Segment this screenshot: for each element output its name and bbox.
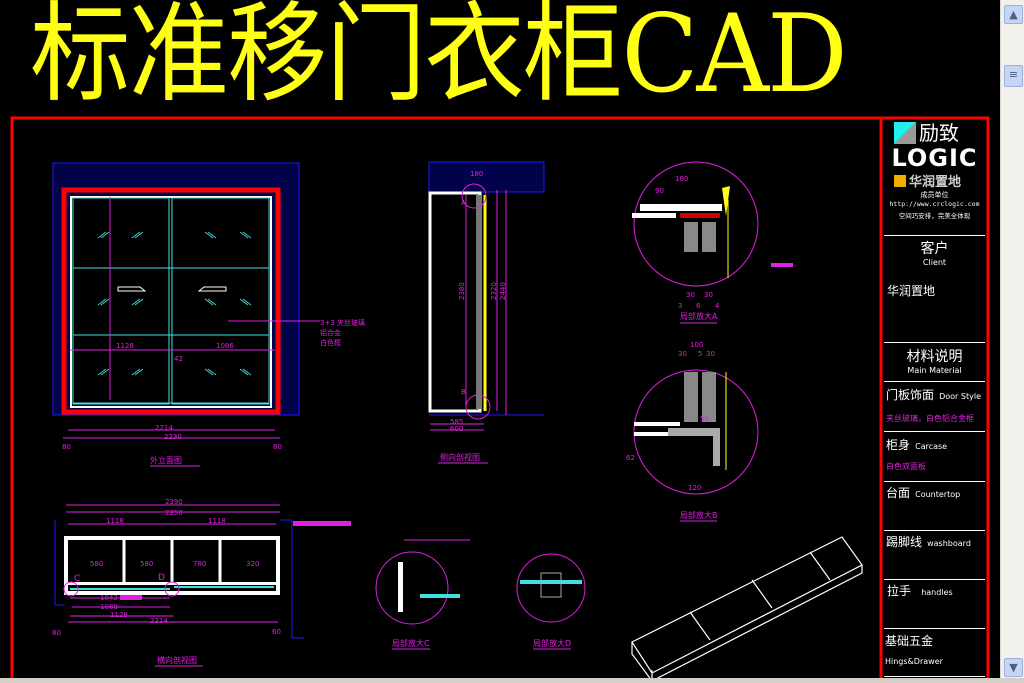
material-note: 铝合金 bbox=[320, 328, 341, 337]
front-elevation: 1128 1086 42 2214 2230 80 80 3+3 夹丝玻璃 铝合… bbox=[52, 162, 365, 467]
detail-c: 局部放大C bbox=[375, 539, 470, 650]
drawing-title: 横向剖视图 bbox=[157, 655, 197, 665]
glass-hatch-marks bbox=[97, 231, 252, 376]
dim-label: 180 bbox=[470, 170, 483, 178]
cad-drawing: 1128 1086 42 2214 2230 80 80 3+3 夹丝玻璃 铝合… bbox=[10, 116, 990, 678]
material-row: 台面 Countertop bbox=[886, 486, 961, 500]
dim-label: 2440 bbox=[499, 282, 507, 300]
dim-label: 1118 bbox=[208, 517, 226, 525]
sub-brand-icon bbox=[894, 174, 906, 187]
material-section: 材料说明 Main Material bbox=[906, 349, 963, 375]
drawing-title: 局部放大D bbox=[533, 638, 571, 648]
material-note: 3+3 夹丝玻璃 bbox=[320, 318, 365, 327]
dim-label: 4 bbox=[715, 302, 720, 310]
dim-label: 80 bbox=[52, 629, 61, 637]
company-logo: 励致 LOGIC 华润置地 成员单位 http://www.crclogic.c… bbox=[889, 121, 980, 220]
dim-label: 30 bbox=[686, 291, 695, 299]
plan-section: 2390 2250 1118 1118 580 580 780 320 1042… bbox=[52, 498, 351, 667]
dim-label: 2380 bbox=[458, 282, 466, 300]
dim-label: 60 bbox=[272, 628, 281, 636]
dim-label: 30 bbox=[706, 350, 715, 358]
section-marker: C bbox=[74, 574, 80, 584]
dim-label: 180 bbox=[675, 175, 688, 183]
dim-label: 62 bbox=[626, 454, 635, 462]
chevron-up-icon[interactable]: ▲ bbox=[1004, 5, 1023, 24]
door-frame bbox=[61, 187, 281, 415]
dim-label: 90 bbox=[655, 187, 664, 195]
section-marker: B bbox=[461, 388, 466, 396]
drawing-title: 局部放大C bbox=[392, 638, 430, 648]
detail-a: 180 90 30 30 3 6 4 局部放大A bbox=[632, 161, 793, 324]
dim-label: 2250 bbox=[165, 509, 183, 517]
side-section: 180 2380 2320 2440 585 600 A B 侧向剖视图 bbox=[428, 161, 545, 464]
dim-label: 50 bbox=[700, 415, 709, 423]
scrollbar-thumb[interactable]: ≡ bbox=[1004, 65, 1023, 87]
dim-label: 600 bbox=[450, 425, 463, 433]
drawing-title: 局部放大B bbox=[680, 510, 718, 520]
dim-label: 80 bbox=[62, 443, 71, 451]
material-row: 踢脚线 washboard bbox=[886, 535, 971, 549]
dim-label: 1118 bbox=[106, 517, 124, 525]
dim-label: 585 bbox=[450, 418, 463, 426]
detail-d: 局部放大D bbox=[516, 553, 586, 650]
dim-label: 580 bbox=[90, 560, 103, 568]
slide-left-arrow-icon bbox=[197, 286, 227, 292]
sheet-border bbox=[10, 116, 990, 678]
material-row: 基础五金 Hings&Drawer bbox=[885, 634, 943, 666]
dim-label: 3 bbox=[678, 302, 682, 310]
section-marker: D bbox=[158, 573, 165, 583]
drawing-title: 外立面图 bbox=[150, 455, 182, 465]
dim-label: 100 bbox=[690, 341, 703, 349]
chevron-down-icon[interactable]: ▼ bbox=[1004, 658, 1023, 677]
drawing-title: 侧向剖视图 bbox=[440, 452, 480, 462]
dim-label: 2230 bbox=[164, 433, 182, 441]
client-value: 华润置地 bbox=[887, 284, 936, 298]
dim-label: 42 bbox=[174, 355, 183, 363]
slide-right-arrow-icon bbox=[117, 286, 147, 292]
dim-label: 580 bbox=[140, 560, 153, 568]
detail-b: 100 30 5 30 50 120 62 局部放大B bbox=[626, 341, 759, 522]
glass-panels bbox=[72, 197, 270, 405]
dim-label: 1042 bbox=[100, 594, 118, 602]
isometric-view bbox=[631, 536, 863, 678]
dim-label: 5 bbox=[698, 350, 702, 358]
vertical-scrollbar[interactable]: ▲ ≡ ▼ bbox=[1000, 0, 1024, 678]
dim-label: 1128 bbox=[110, 611, 128, 619]
dim-label: 2214 bbox=[155, 424, 173, 432]
status-bar bbox=[0, 678, 1024, 683]
dim-label: 30 bbox=[704, 291, 713, 299]
logo-mark-icon bbox=[894, 122, 916, 144]
dim-label: 1128 bbox=[116, 342, 134, 350]
dim-label: 2214 bbox=[150, 617, 168, 625]
cad-drawing-canvas[interactable]: 标准移门衣柜CAD bbox=[0, 0, 1000, 678]
dim-label: 1080 bbox=[100, 603, 118, 611]
dim-label: 6 bbox=[696, 302, 701, 310]
drawing-title: 局部放大A bbox=[680, 311, 718, 321]
dim-label: 320 bbox=[246, 560, 259, 568]
client-section: 客户 Client bbox=[920, 241, 949, 267]
dim-label: 2390 bbox=[165, 498, 183, 506]
dim-label: 1086 bbox=[216, 342, 234, 350]
material-note: 白色框 bbox=[320, 338, 341, 347]
dim-label: 30 bbox=[678, 350, 687, 358]
section-marker: A bbox=[461, 199, 466, 207]
grip-icon: ≡ bbox=[1008, 68, 1019, 81]
dim-label: 120 bbox=[688, 484, 701, 492]
dim-label: 780 bbox=[193, 560, 206, 568]
dim-label: 80 bbox=[273, 443, 282, 451]
drawing-headline: 标准移门衣柜CAD bbox=[30, 0, 848, 117]
material-row: 拉手 handles bbox=[887, 584, 953, 598]
dim-label: 2320 bbox=[490, 282, 498, 300]
